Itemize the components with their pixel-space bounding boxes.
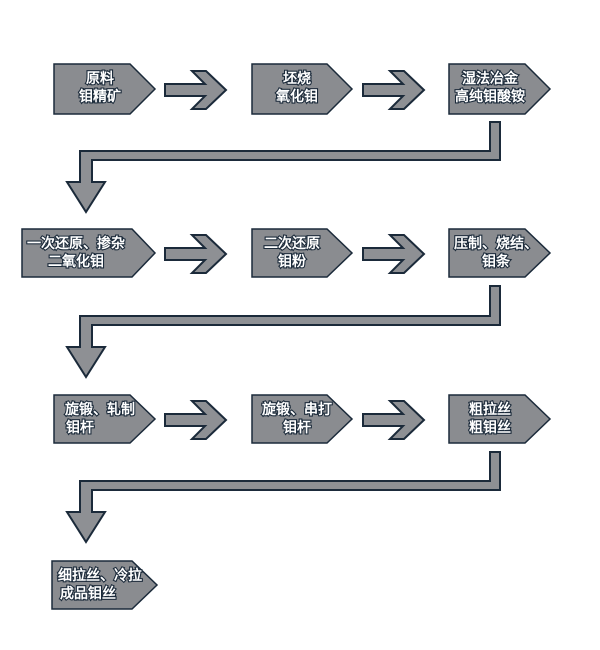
node-label-press-sinter-1: 压制、烧结、: [454, 235, 538, 252]
node-label-roast-2: 氧化钼: [275, 88, 318, 105]
node-label-roast-1: 坯烧: [283, 70, 311, 87]
node-label-second-reduction-2: 钼粉: [278, 253, 306, 270]
node-label-coarse-draw-2: 粗钼丝: [469, 419, 511, 436]
node-shape-swage-roll: [53, 394, 157, 444]
elbow-arrow-6-7: [65, 285, 501, 379]
node-label-fine-draw-2: 成品钼丝: [60, 585, 116, 602]
node-shape-first-reduction: [21, 228, 157, 278]
flow-nodes: 原料 钼精矿 坯烧 氧化钼 湿法冶金 高纯钼酸铵 一次还原、掺杂 二氧化钼 二次…: [21, 63, 552, 610]
node-label-swage-string-2: 钼杆: [283, 419, 311, 436]
node-label-swage-roll-2: 钼杆: [66, 419, 94, 436]
arrow-right-1-2: [164, 70, 228, 110]
node-shape-roast: [251, 63, 354, 115]
node-label-first-reduction-1: 一次还原、掺杂: [27, 235, 125, 252]
elbow-arrow-9-10: [65, 451, 501, 544]
node-label-wet-metallurgy-1: 湿法冶金: [462, 70, 519, 87]
node-label-swage-string-1: 旋锻、串打: [261, 401, 332, 418]
flow-arrows: [65, 70, 501, 544]
node-shape-swage-string: [251, 394, 354, 444]
node-shape-coarse-draw: [448, 394, 552, 444]
elbow-arrow-3-4: [65, 121, 501, 214]
arrow-right-2-3: [362, 70, 426, 110]
node-shape-wet-metallurgy: [448, 63, 552, 115]
arrow-right-4-5: [164, 234, 228, 274]
node-label-fine-draw-1: 细拉丝、冷拉: [58, 567, 142, 584]
arrow-right-5-6: [362, 234, 426, 274]
node-shape-second-reduction: [251, 228, 354, 278]
node-shape-fine-draw: [51, 560, 159, 610]
node-label-first-reduction-2: 二氧化钼: [48, 253, 104, 270]
node-label-second-reduction-1: 二次还原: [264, 235, 320, 252]
node-shape-press-sinter: [448, 228, 552, 278]
arrow-right-7-8: [164, 400, 228, 440]
node-label-swage-roll-1: 旋锻、轧制: [64, 401, 135, 418]
node-label-raw-ore-2: 钼精矿: [79, 88, 121, 105]
node-shape-raw-ore: [53, 63, 157, 115]
node-label-coarse-draw-1: 粗拉丝: [469, 401, 511, 418]
arrow-right-8-9: [362, 400, 426, 440]
node-label-press-sinter-2: 钼条: [482, 253, 511, 270]
node-label-raw-ore-1: 原料: [86, 70, 114, 87]
node-label-wet-metallurgy-2: 高纯钼酸铵: [455, 88, 525, 105]
